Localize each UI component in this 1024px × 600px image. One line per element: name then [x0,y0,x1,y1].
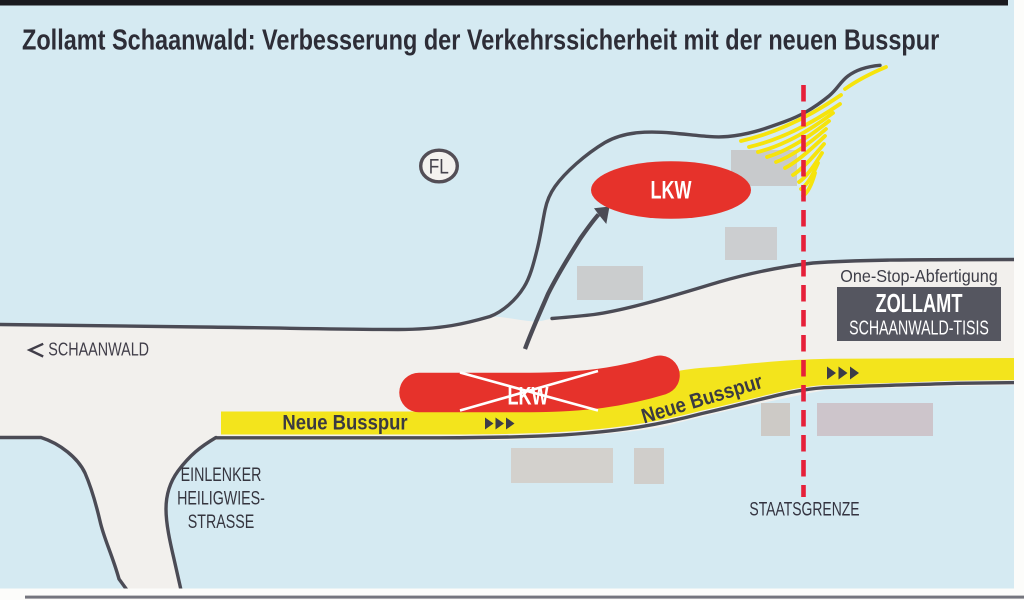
svg-text:Zollamt Schaanwald: Verbesseru: Zollamt Schaanwald: Verbesserung der Ver… [22,23,939,56]
svg-text:STRASSE: STRASSE [188,511,254,532]
svg-text:Neue Busspur: Neue Busspur [282,411,407,434]
svg-text:SCHAANWALD: SCHAANWALD [48,340,149,360]
svg-text:ZOLLAMT: ZOLLAMT [876,289,963,318]
svg-text:LKW: LKW [651,176,692,205]
svg-text:FL: FL [429,156,449,179]
svg-text:LKW: LKW [508,382,549,411]
svg-text:SCHAANWALD-TISIS: SCHAANWALD-TISIS [849,316,989,339]
svg-text:HEILIGWIES-: HEILIGWIES- [177,488,265,509]
svg-text:EINLENKER: EINLENKER [181,464,262,485]
svg-text:STAATSGRENZE: STAATSGRENZE [749,498,859,520]
svg-text:One-Stop-Abfertigung: One-Stop-Abfertigung [840,266,997,286]
